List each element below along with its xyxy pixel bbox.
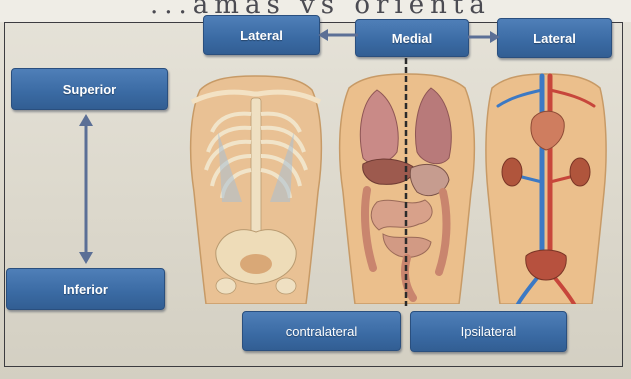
- superior-inferior-arrow: [78, 114, 94, 264]
- medial-to-lateral-left-arrow: [318, 28, 360, 42]
- midline-dashed: [403, 58, 409, 306]
- inferior-label: Inferior: [6, 268, 165, 310]
- lateral-left-label: Lateral: [203, 15, 320, 55]
- skeleton-torso-illustration: [182, 72, 330, 304]
- medial-label: Medial: [355, 19, 469, 57]
- superior-label: Superior: [11, 68, 168, 110]
- vascular-torso-illustration: [484, 72, 631, 304]
- medial-to-lateral-right-arrow: [466, 30, 500, 44]
- ipsilateral-label: Ipsilateral: [410, 311, 567, 352]
- header-scrawl: ...amas vs orienta: [150, 0, 631, 14]
- lateral-right-label: Lateral: [497, 18, 612, 58]
- contralateral-label: contralateral: [242, 311, 401, 351]
